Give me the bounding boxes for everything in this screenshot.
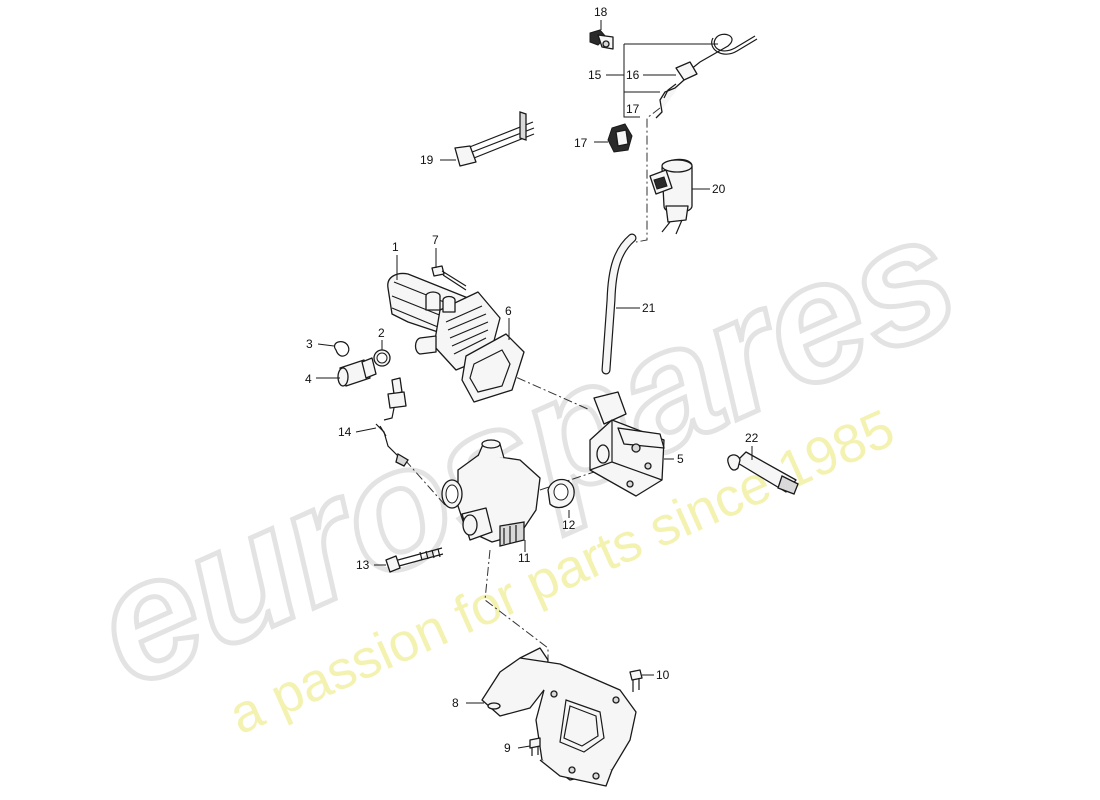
leader-lines bbox=[316, 20, 753, 749]
callout-20: 20 bbox=[712, 182, 726, 196]
part-13-bolt bbox=[385, 547, 444, 573]
part-9-bolt bbox=[529, 737, 541, 756]
callout-7: 7 bbox=[432, 233, 439, 247]
callout-6: 6 bbox=[505, 304, 512, 318]
part-5-egr-valve bbox=[589, 391, 665, 497]
callout-5: 5 bbox=[677, 452, 684, 466]
callout-14: 14 bbox=[338, 425, 352, 439]
callout-21: 21 bbox=[642, 301, 656, 315]
part-12-gasket bbox=[547, 478, 575, 509]
callout-2: 2 bbox=[378, 326, 385, 340]
callout-16: 16 bbox=[626, 68, 640, 82]
part-2-o-ring bbox=[373, 349, 391, 367]
part-3-seal bbox=[334, 341, 350, 357]
part-11-valve-housing bbox=[441, 439, 541, 547]
part-14-sensor-line bbox=[375, 377, 409, 467]
callout-13: 13 bbox=[356, 558, 370, 572]
part-20-solenoid-valve bbox=[649, 158, 693, 235]
callout-10: 10 bbox=[656, 668, 670, 682]
part-7-bolt bbox=[431, 265, 467, 291]
callout-9: 9 bbox=[504, 741, 511, 755]
part-18-clip bbox=[589, 29, 614, 50]
part-10-bolt bbox=[629, 669, 643, 692]
part-8-bracket bbox=[481, 647, 637, 787]
part-16-vacuum-line bbox=[655, 33, 758, 119]
callout-3: 3 bbox=[306, 337, 313, 351]
part-19-cable-clip bbox=[454, 111, 535, 167]
callout-15: 15 bbox=[588, 68, 602, 82]
callout-17-upper: 17 bbox=[626, 102, 640, 116]
callout-11: 11 bbox=[518, 551, 531, 565]
callout-8: 8 bbox=[452, 696, 459, 710]
part-17-clip bbox=[607, 123, 633, 153]
callout-4: 4 bbox=[305, 372, 312, 386]
callout-22: 22 bbox=[745, 431, 759, 445]
callout-18: 18 bbox=[594, 5, 608, 19]
part-4-connector bbox=[337, 357, 377, 387]
part-22-paste-tube bbox=[727, 451, 799, 495]
callouts: 1 7 2 3 4 6 5 12 11 13 14 15 16 17 17 18… bbox=[305, 5, 759, 755]
callout-17-lower: 17 bbox=[574, 136, 588, 150]
part-21-hose bbox=[601, 233, 637, 375]
callout-12: 12 bbox=[562, 518, 576, 532]
part-6-gasket bbox=[461, 333, 525, 403]
callout-1: 1 bbox=[392, 240, 399, 254]
callout-19: 19 bbox=[420, 153, 434, 167]
